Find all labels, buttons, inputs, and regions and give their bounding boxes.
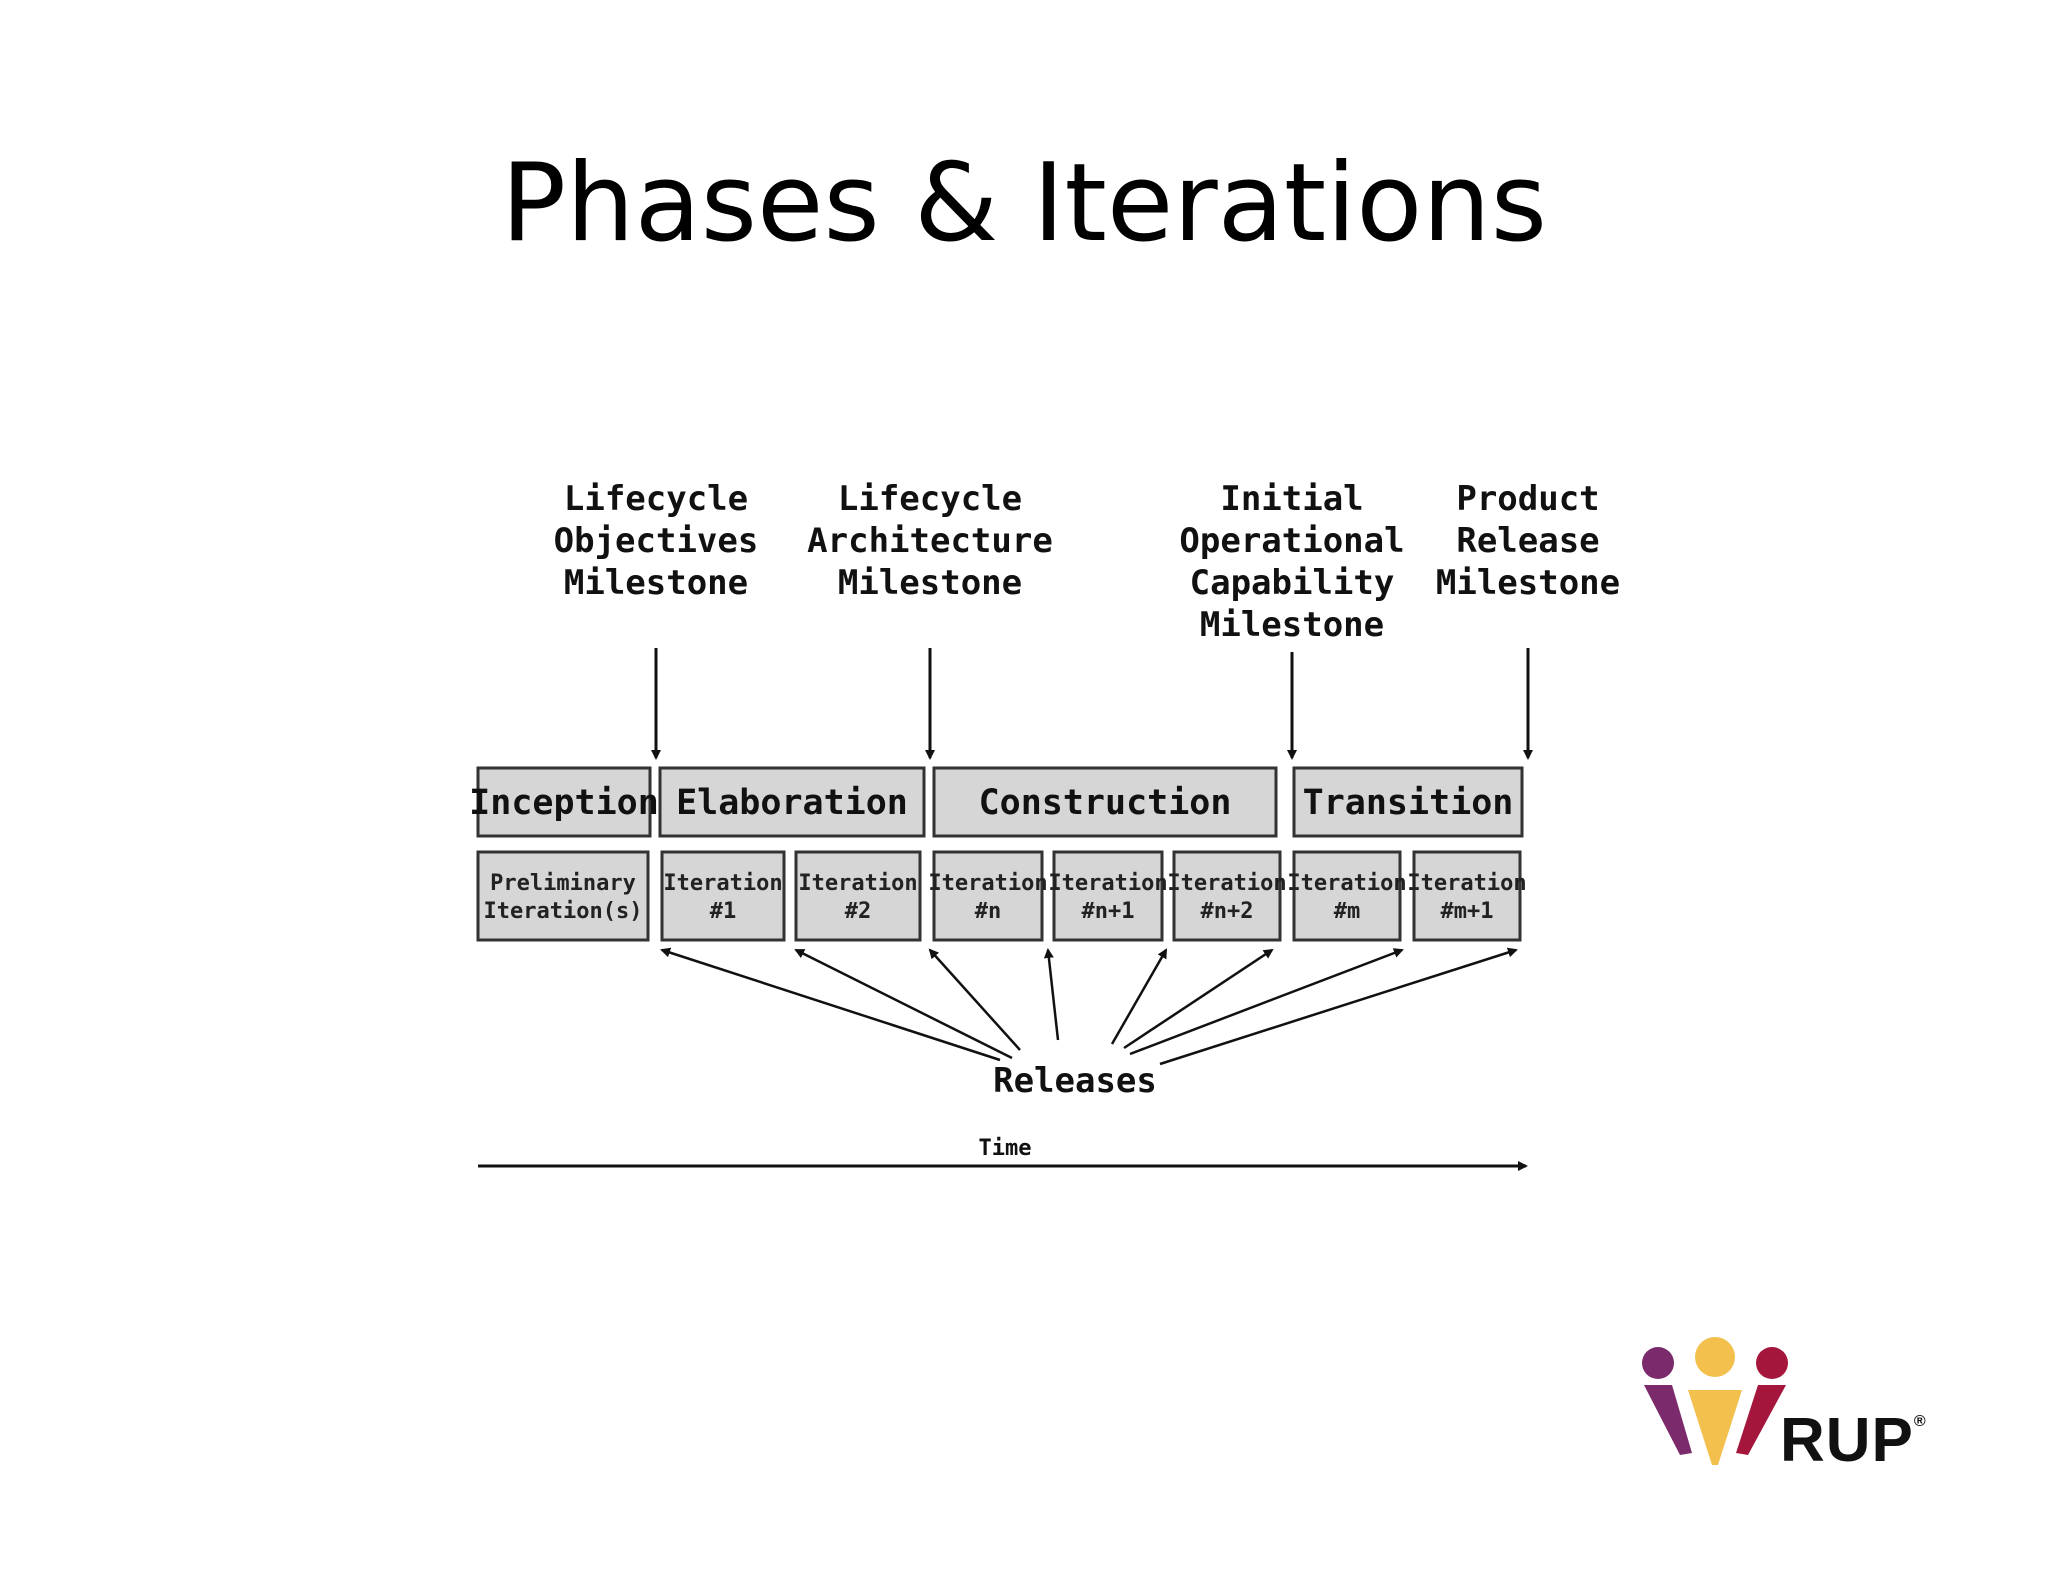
- iteration-label-line: Iteration: [928, 871, 1047, 896]
- phase-box: [932, 766, 1278, 838]
- milestone-label-line: Release: [1456, 521, 1599, 561]
- release-arrow: [1129, 948, 1404, 1056]
- release-arrow: [1043, 948, 1060, 1041]
- iteration-label-line: Iteration(s): [484, 899, 643, 924]
- milestone-label-line: Lifecycle: [564, 479, 748, 519]
- iteration-label-line: #m+1: [1441, 899, 1494, 924]
- iteration-label: Iteration #m: [1287, 871, 1406, 924]
- iteration-label-line: #2: [845, 899, 872, 924]
- logo-figure-red: [1756, 1347, 1788, 1379]
- phase-box: [1292, 766, 1524, 838]
- iteration-label-line: Iteration: [1287, 871, 1406, 896]
- logo-figure-yellow: [1695, 1337, 1735, 1377]
- phase-label: Inception: [469, 783, 659, 823]
- iteration-box: [932, 850, 1044, 942]
- release-arrow: [1123, 948, 1274, 1050]
- iteration-label-line: #n+1: [1082, 899, 1135, 924]
- iteration-label-line: #m: [1334, 899, 1361, 924]
- iteration-label-line: Iteration: [1048, 871, 1167, 896]
- iteration-box: [1052, 850, 1164, 942]
- release-arrow: [928, 948, 1021, 1051]
- iteration-label: Iteration #n: [928, 871, 1047, 924]
- iteration-label: Iteration #n+1: [1048, 871, 1167, 924]
- iteration-label-line: Iteration: [663, 871, 782, 896]
- iteration-box: [1412, 850, 1522, 942]
- iteration-label: Iteration #m+1: [1407, 871, 1526, 924]
- release-arrows: [660, 947, 1518, 1066]
- phase-label: Elaboration: [676, 783, 908, 823]
- release-arrow: [1159, 947, 1518, 1066]
- iteration-label-line: Preliminary: [490, 871, 636, 896]
- rup-logo-text: RUP®: [1780, 1406, 1927, 1475]
- iteration-label: Iteration #2: [798, 871, 917, 924]
- iteration-label-line: #n+2: [1201, 899, 1254, 924]
- milestone-label-line: Capability: [1190, 563, 1395, 603]
- time-label: Time: [979, 1136, 1032, 1161]
- iteration-box: [660, 850, 786, 942]
- milestone-label-line: Milestone: [564, 563, 748, 603]
- phase-boxes: Inception Elaboration Construction Transiti…: [469, 766, 1524, 838]
- phase-box: [476, 766, 652, 838]
- slide-title: Phases & Iterations: [501, 141, 1547, 266]
- iteration-label-line: Iteration: [1407, 871, 1526, 896]
- milestone-label-line: Architecture: [807, 521, 1053, 561]
- iteration-box: [794, 850, 922, 942]
- iteration-label: Iteration #n+2: [1167, 871, 1286, 924]
- iteration-label-line: Iteration: [798, 871, 917, 896]
- milestone-label-line: Initial: [1220, 479, 1363, 519]
- releases-label: Releases: [993, 1061, 1157, 1101]
- milestone-label-line: Milestone: [1200, 605, 1384, 645]
- logo-figure-purple: [1642, 1347, 1674, 1379]
- milestone-label-line: Objectives: [554, 521, 759, 561]
- iteration-box: [1292, 850, 1402, 942]
- milestone-label-line: Lifecycle: [838, 479, 1022, 519]
- phase-label: Construction: [979, 783, 1232, 823]
- iteration-label-line: #1: [710, 899, 737, 924]
- milestone-arrows: [651, 648, 1533, 760]
- milestone-label-line: Product: [1456, 479, 1599, 519]
- phase-label: Transition: [1303, 783, 1514, 823]
- milestone-label-line: Operational: [1179, 521, 1404, 561]
- iteration-label-line: #n: [975, 899, 1002, 924]
- rup-logo: [1642, 1337, 1788, 1465]
- milestone-label-line: Milestone: [1436, 563, 1620, 603]
- release-arrow: [660, 947, 1001, 1062]
- iteration-box: [476, 850, 650, 942]
- iteration-box: [1172, 850, 1282, 942]
- release-arrow: [794, 948, 1013, 1060]
- milestone-label-line: Milestone: [838, 563, 1022, 603]
- release-arrow: [1110, 948, 1168, 1045]
- iteration-label: Iteration #1: [663, 871, 782, 924]
- phase-box: [658, 766, 926, 838]
- iteration-label-line: Iteration: [1167, 871, 1286, 896]
